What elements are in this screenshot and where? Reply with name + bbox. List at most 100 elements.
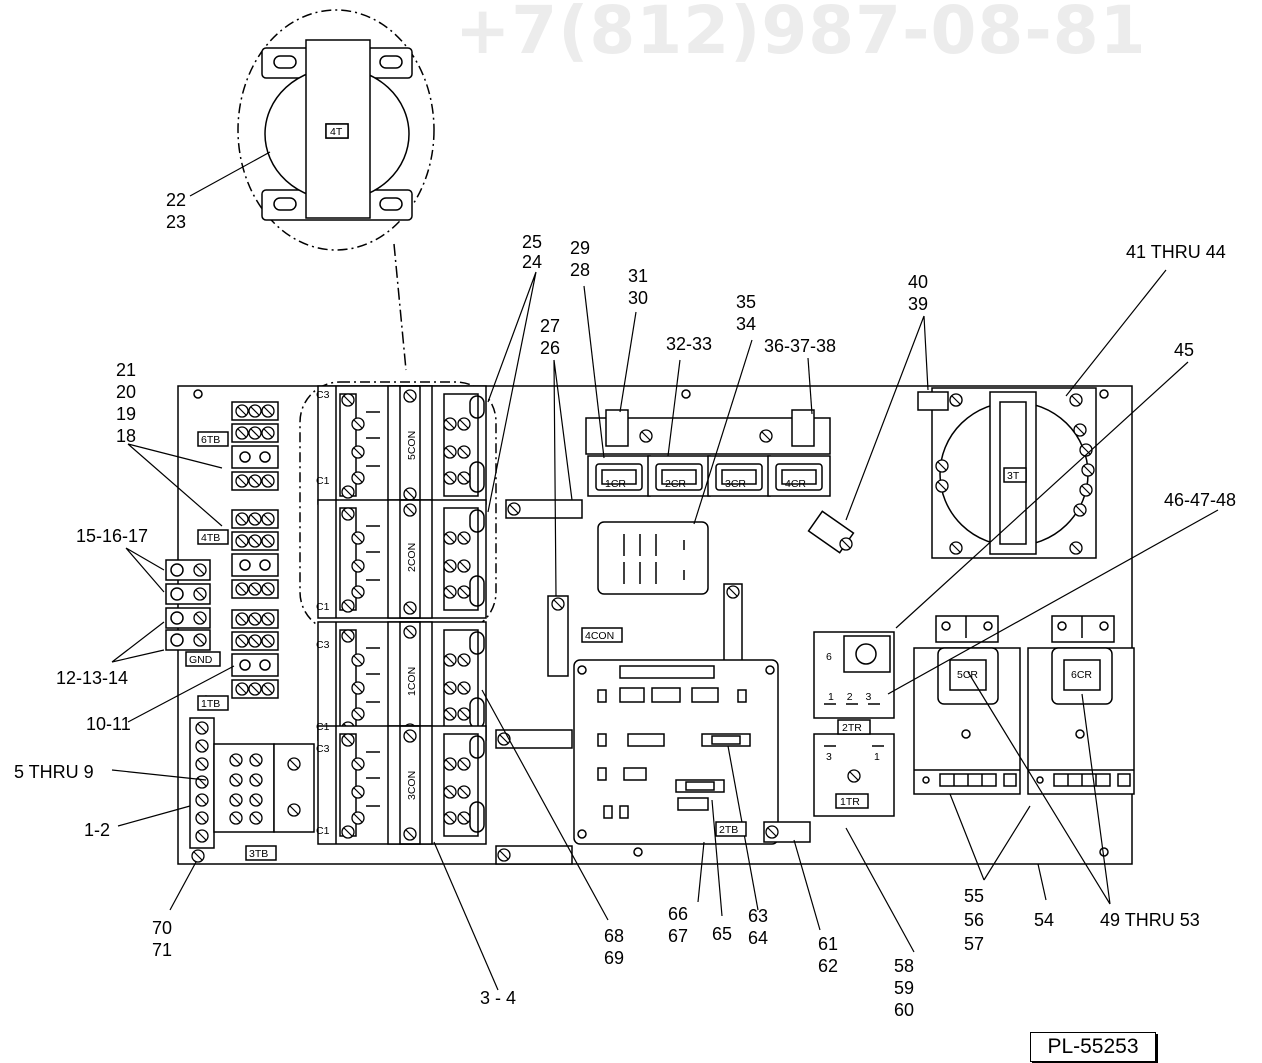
control-board [573, 659, 779, 845]
relay-2cr [647, 455, 711, 497]
label-3tb: 3TB [249, 848, 268, 860]
label-3cr: 3CR [725, 478, 746, 490]
timer-2tr [813, 631, 895, 719]
terminal-block-4tb [231, 510, 279, 598]
callout-18: 18 [116, 426, 136, 446]
callout-3-4: 3 - 4 [480, 988, 516, 1008]
label-c3: C3 [316, 743, 330, 755]
callout-12-14: 12-13-14 [56, 668, 128, 688]
label-2cr: 2CR [665, 478, 686, 490]
callout-34: 34 [736, 314, 756, 334]
callout-56: 56 [964, 910, 984, 930]
label-2tb: 2TB [719, 824, 738, 836]
callout-67: 67 [668, 926, 688, 946]
tr2-terminal-top: 6 [826, 651, 832, 663]
callout-41-44: 41 THRU 44 [1126, 242, 1226, 262]
callout-59: 59 [894, 978, 914, 998]
relay-6cr [1027, 615, 1135, 795]
callout-36-38: 36-37-38 [764, 336, 836, 356]
callout-30: 30 [628, 288, 648, 308]
label-gnd: GND [189, 654, 213, 666]
label-6cr: 6CR [1071, 669, 1092, 681]
callout-28: 28 [570, 260, 590, 280]
callout-20: 20 [116, 382, 136, 402]
callout-65: 65 [712, 924, 732, 944]
relay-4cr [767, 455, 831, 497]
ground-lugs [165, 559, 211, 651]
label-4con: 4CON [585, 630, 614, 642]
callout-71: 71 [152, 940, 172, 960]
label-1con: 1CON [406, 667, 418, 696]
terminal-block-3tb [189, 717, 315, 863]
contactor-2con [318, 500, 486, 618]
label-4t: 4T [330, 126, 343, 138]
phone-watermark: +7(812)987-08-81 [455, 0, 1147, 69]
relay-3cr [707, 455, 771, 497]
callout-55: 55 [964, 886, 984, 906]
callout-39: 39 [908, 294, 928, 314]
label-c3: C3 [316, 639, 330, 651]
callout-64: 64 [748, 928, 768, 948]
callout-31: 31 [628, 266, 648, 286]
callout-68: 68 [604, 926, 624, 946]
callout-10-11: 10-11 [86, 714, 131, 734]
resistor-strip [505, 499, 583, 519]
transformer-3t [931, 387, 1097, 559]
callout-19: 19 [116, 404, 136, 424]
label-5con: 5CON [406, 431, 418, 460]
callout-15-17: 15-16-17 [76, 526, 148, 546]
callout-24: 24 [522, 252, 542, 272]
callout-5-9: 5 THRU 9 [14, 762, 94, 782]
tr1-terminal-right: 1 [874, 751, 880, 763]
label-c1: C1 [316, 475, 330, 487]
tr1-terminal-left: 3 [826, 751, 832, 763]
callout-numbers: 22 23 25 24 29 28 31 30 27 26 35 34 32-3… [14, 190, 1236, 1020]
label-2con: 2CON [406, 543, 418, 572]
detail-callout-outline [237, 9, 435, 251]
callout-58: 58 [894, 956, 914, 976]
callout-29: 29 [570, 238, 590, 258]
callout-45: 45 [1174, 340, 1194, 360]
label-4cr: 4CR [785, 478, 806, 490]
callout-66: 66 [668, 904, 688, 924]
callout-49-53: 49 THRU 53 [1100, 910, 1200, 930]
label-3t: 3T [1007, 470, 1020, 482]
label-c1: C1 [316, 825, 330, 837]
callout-27: 27 [540, 316, 560, 336]
callout-69: 69 [604, 948, 624, 968]
callout-22: 22 [166, 190, 186, 210]
label-5cr: 5CR [957, 669, 978, 681]
callout-32-33: 32-33 [666, 334, 712, 354]
contactor-1con [318, 622, 486, 740]
callout-57: 57 [964, 934, 984, 954]
resistor-strip [495, 729, 573, 749]
callout-46-48: 46-47-48 [1164, 490, 1236, 510]
callout-60: 60 [894, 1000, 914, 1020]
callout-40: 40 [908, 272, 928, 292]
terminal-block-1tb [231, 610, 279, 698]
label-c3: C3 [316, 389, 330, 401]
relay-socket [597, 521, 709, 595]
label-3con: 3CON [406, 771, 418, 800]
contactor-5con [318, 386, 486, 504]
document-id-box: PL-55253 [1030, 1032, 1156, 1062]
callout-26: 26 [540, 338, 560, 358]
label-c1: C1 [316, 721, 330, 733]
label-2tr: 2TR [842, 722, 862, 734]
label-4tb: 4TB [201, 532, 220, 544]
label-6tb: 6TB [201, 434, 220, 446]
label-1tb: 1TB [201, 698, 220, 710]
callout-21: 21 [116, 360, 136, 380]
label-1cr: 1CR [605, 478, 626, 490]
callout-35: 35 [736, 292, 756, 312]
label-1tr: 1TR [840, 796, 860, 808]
resistor-vertical [547, 595, 569, 677]
tr2-terminal-numbers: 1 2 3 [828, 691, 872, 703]
callout-54: 54 [1034, 910, 1054, 930]
callout-63: 63 [748, 906, 768, 926]
callout-70: 70 [152, 918, 172, 938]
callout-62: 62 [818, 956, 838, 976]
callout-61: 61 [818, 934, 838, 954]
contactor-3con [318, 726, 486, 844]
transformer-4t [261, 39, 413, 221]
